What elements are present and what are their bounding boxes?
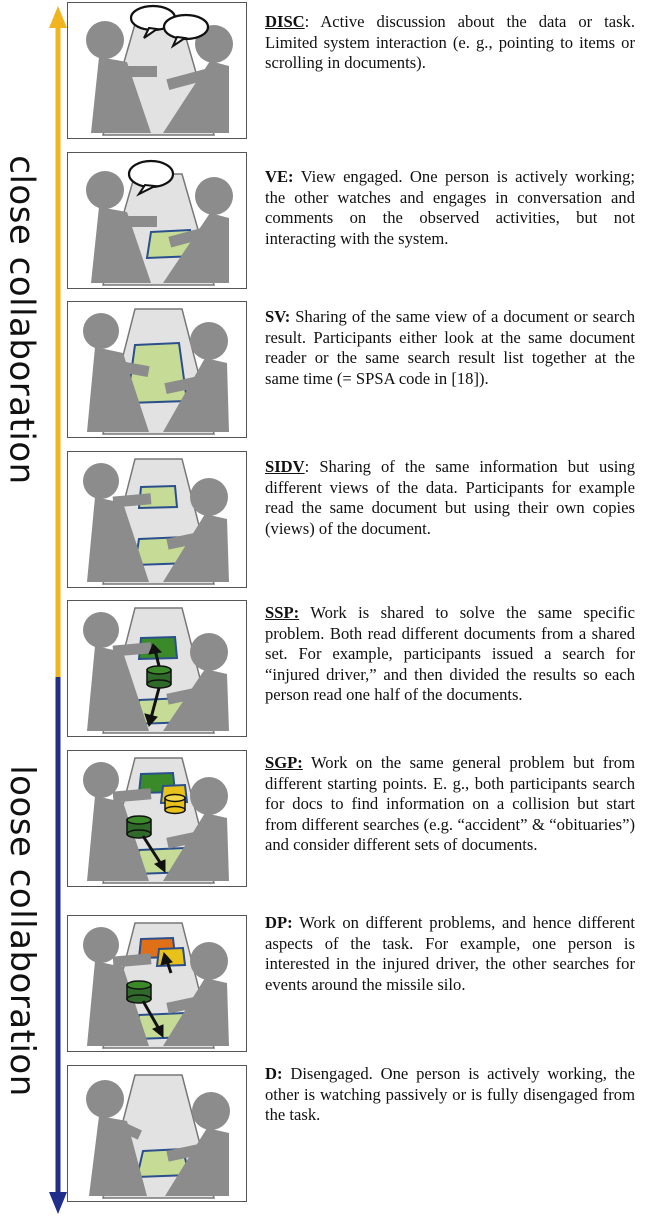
database-icon — [164, 793, 186, 815]
description-sidv: SIDV: Sharing of the same information bu… — [265, 457, 635, 539]
arrow-icon — [144, 643, 163, 727]
axis-arrow-top-head — [49, 6, 67, 28]
panel-ve — [67, 152, 247, 289]
description-sv: SV: Sharing of the same view of a docume… — [265, 307, 635, 389]
panel-ssp — [67, 600, 247, 737]
code-sgp: SGP: — [265, 753, 303, 772]
code-ssp: SSP: — [265, 603, 300, 622]
disc-illustration — [86, 4, 233, 136]
description-text: Work on different problems, and hence di… — [265, 913, 635, 994]
axis-arrow-bottom-head — [49, 1192, 67, 1214]
arrow-icon — [141, 835, 166, 874]
description-dp: DP: Work on different problems, and henc… — [265, 913, 635, 995]
database-icon — [126, 980, 152, 1004]
panel-sv — [67, 301, 247, 438]
description-text: Work is shared to solve the same specifi… — [265, 603, 635, 705]
description-d: D: Disengaged. One person is actively wo… — [265, 1064, 635, 1126]
code-dp: DP: — [265, 913, 293, 932]
description-text: : Active discussion about the data or ta… — [265, 12, 635, 73]
panel-sgp — [67, 750, 247, 887]
description-text: Disengaged. One person is actively worki… — [265, 1064, 635, 1125]
code-disc: DISC — [265, 12, 305, 31]
code-ve: VE: — [265, 167, 294, 186]
description-text: : Sharing of the same information but us… — [265, 457, 635, 538]
description-text: Sharing of the same view of a document o… — [265, 307, 635, 388]
description-ve: VE: View engaged. One person is actively… — [265, 167, 635, 249]
description-sgp: SGP: Work on the same general problem bu… — [265, 753, 635, 856]
panel-sidv — [67, 451, 247, 588]
database-icon — [146, 665, 172, 689]
collaboration-axis-arrow — [49, 6, 67, 1214]
description-disc: DISC: Active discussion about the data o… — [265, 12, 635, 74]
description-text: View engaged. One person is actively wor… — [265, 167, 635, 248]
arrow-icon — [141, 951, 173, 1039]
code-d: D: — [265, 1064, 283, 1083]
description-text: Work on the same general problem but fro… — [265, 753, 635, 855]
speech-bubble-icon — [162, 13, 210, 49]
panel-disc — [67, 2, 247, 139]
description-ssp: SSP: Work is shared to solve the same sp… — [265, 603, 635, 706]
code-sv: SV: — [265, 307, 291, 326]
panel-dp — [67, 915, 247, 1052]
database-icon — [126, 815, 152, 839]
code-sidv: SIDV — [265, 457, 305, 476]
speech-bubble-icon — [127, 159, 175, 197]
panel-d — [67, 1065, 247, 1202]
